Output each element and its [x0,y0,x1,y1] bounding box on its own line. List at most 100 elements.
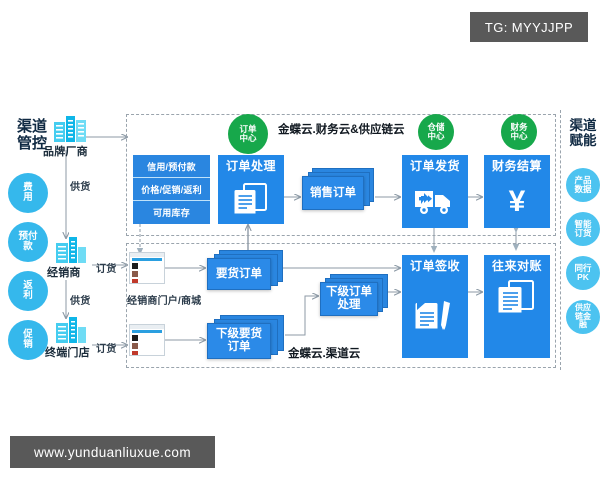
store-building-icon [56,317,86,343]
tg-watermark-badge: TG: MYYJJPP [470,12,588,42]
thumb-topbar [130,253,164,257]
thumb-row [132,271,162,277]
top-section-boundary [126,114,556,236]
actor-label-distributor: 经销商 [47,267,81,279]
pill-product-data-line1: 产品 [574,174,592,185]
thumb-row [132,263,162,269]
right-panel-title: 渠道 赋能 [566,118,600,148]
thumb-accent-bar [132,330,162,333]
signed-doc-icon [402,273,468,358]
right-panel-divider [560,110,561,370]
top-section-title: 金蝶云.财务云&供应链云 [278,124,405,136]
yuan-icon: ¥ [484,173,550,228]
bottom-section-title: 金蝶云.渠道云 [288,348,361,360]
portal-thumbnail-1[interactable] [129,252,165,284]
pill-smart-order-line1: 智能 [574,218,592,229]
thumb-row [132,335,162,341]
bottom-section-boundary [126,243,556,368]
pill-peer-pk[interactable]: 同行 PK [566,256,600,290]
actor-label-store: 终端门店 [45,347,90,359]
pill-smart-order-line2: 订货 [574,228,592,238]
pill-promotion-line1: 促 [23,328,33,340]
pill-promotion[interactable]: 促 销 [8,320,48,360]
node-sub-order-processing[interactable]: 下级订单 处理 [320,274,390,322]
green-center-finance-line2: 中心 [510,131,528,141]
pill-supply-finance-line2: 链金 [575,311,591,321]
green-center-finance-line1: 财务 [510,121,528,132]
pill-rebate[interactable]: 返 利 [8,271,48,311]
portal-label: 经销商门户/商城 [127,296,202,307]
flow-label-supply-1: 供货 [70,182,91,193]
pill-prepay[interactable]: 预付 款 [8,222,48,262]
pill-supply-finance-line3: 融 [579,320,587,330]
node-order-shipment-label: 订单发货 [409,159,460,173]
pill-prepay-line2: 款 [23,241,33,252]
node-sales-order[interactable]: 销售订单 [302,168,376,214]
pill-prepay-line1: 预付 [18,230,38,242]
thumb-row [132,343,162,349]
truck-icon [402,173,468,228]
green-center-order-line2: 中心 [239,133,257,143]
pill-rebate-line1: 返 [23,279,33,291]
node-sub-request-order-line1: 下级要货 [216,328,262,340]
flow-label-order-2: 订货 [96,344,117,355]
flow-label-supply-2: 供货 [70,296,91,307]
node-finance-settlement[interactable]: 财务结算 ¥ [484,155,550,228]
node-sub-request-order-line2: 订单 [227,341,251,353]
left-panel-title-line2: 管控 [16,135,47,152]
node-order-processing[interactable]: 订单处理 [218,155,284,224]
green-center-warehouse-line2: 中心 [427,131,445,141]
svg-text:¥: ¥ [509,185,526,218]
thumb-accent-bar [132,258,162,261]
pill-smart-order[interactable]: 智能 订货 [566,212,600,246]
documents-icon [218,173,284,224]
portal-thumbnail-2[interactable] [129,324,165,356]
pill-promotion-line2: 销 [23,339,33,350]
green-center-finance[interactable]: 财务 中心 [501,114,537,150]
right-panel-title-line2: 赋能 [569,133,597,148]
brand-building-icon [54,116,86,142]
green-center-order[interactable]: 订单 中心 [228,114,268,154]
distributor-building-icon [56,237,86,263]
pill-supply-finance[interactable]: 供应 链金 融 [566,300,600,334]
thumb-topbar [130,325,164,329]
node-sub-order-processing-line1: 下级订单 [326,286,372,298]
right-panel-title-line1: 渠道 [569,118,597,133]
left-panel-title: 渠道 管控 [6,118,58,152]
node-order-processing-label: 订单处理 [225,159,276,173]
green-center-warehouse[interactable]: 仓储 中心 [418,114,454,150]
master-data-stripes: 信用/预付款 价格/促销/返利 可用库存 [133,155,210,224]
pill-fee-line2: 用 [23,192,33,203]
node-request-order-label: 要货订单 [207,258,271,290]
thumb-row [132,351,162,355]
green-center-warehouse-line1: 仓储 [427,121,445,132]
node-sub-request-order[interactable]: 下级要货 订单 [207,315,291,365]
node-sales-order-label: 销售订单 [302,176,364,210]
node-order-signoff-label: 订单签收 [409,259,460,273]
left-panel-title-line1: 渠道 [16,118,47,135]
actor-label-brand: 品牌厂商 [43,146,88,158]
pill-rebate-line2: 利 [23,290,33,301]
node-account-reconciliation[interactable]: 往来对账 [484,255,550,358]
node-sub-order-processing-line2: 处理 [337,299,361,311]
pill-peer-pk-line1: 同行 [574,262,592,273]
node-finance-settlement-label: 财务结算 [491,159,542,173]
node-account-reconciliation-label: 往来对账 [491,259,542,273]
green-center-order-line1: 订单 [239,123,257,134]
pill-fee-line1: 费 [23,181,33,193]
site-watermark-badge: www.yunduanliuxue.com [10,436,215,468]
stripe-credit-prepay[interactable]: 信用/预付款 [133,155,210,178]
node-order-signoff[interactable]: 订单签收 [402,255,468,358]
pill-supply-finance-line1: 供应 [575,302,591,312]
stripe-price-promo-rebate[interactable]: 价格/促销/返利 [133,178,210,201]
pill-fee[interactable]: 费 用 [8,173,48,213]
node-order-shipment[interactable]: 订单发货 [402,155,468,228]
pill-product-data-line2: 数据 [574,184,592,194]
stripe-available-stock[interactable]: 可用库存 [133,201,210,224]
pill-product-data[interactable]: 产品 数据 [566,168,600,202]
thumb-row [132,279,162,283]
pill-peer-pk-line2: PK [577,272,589,282]
node-request-order[interactable]: 要货订单 [207,250,287,296]
